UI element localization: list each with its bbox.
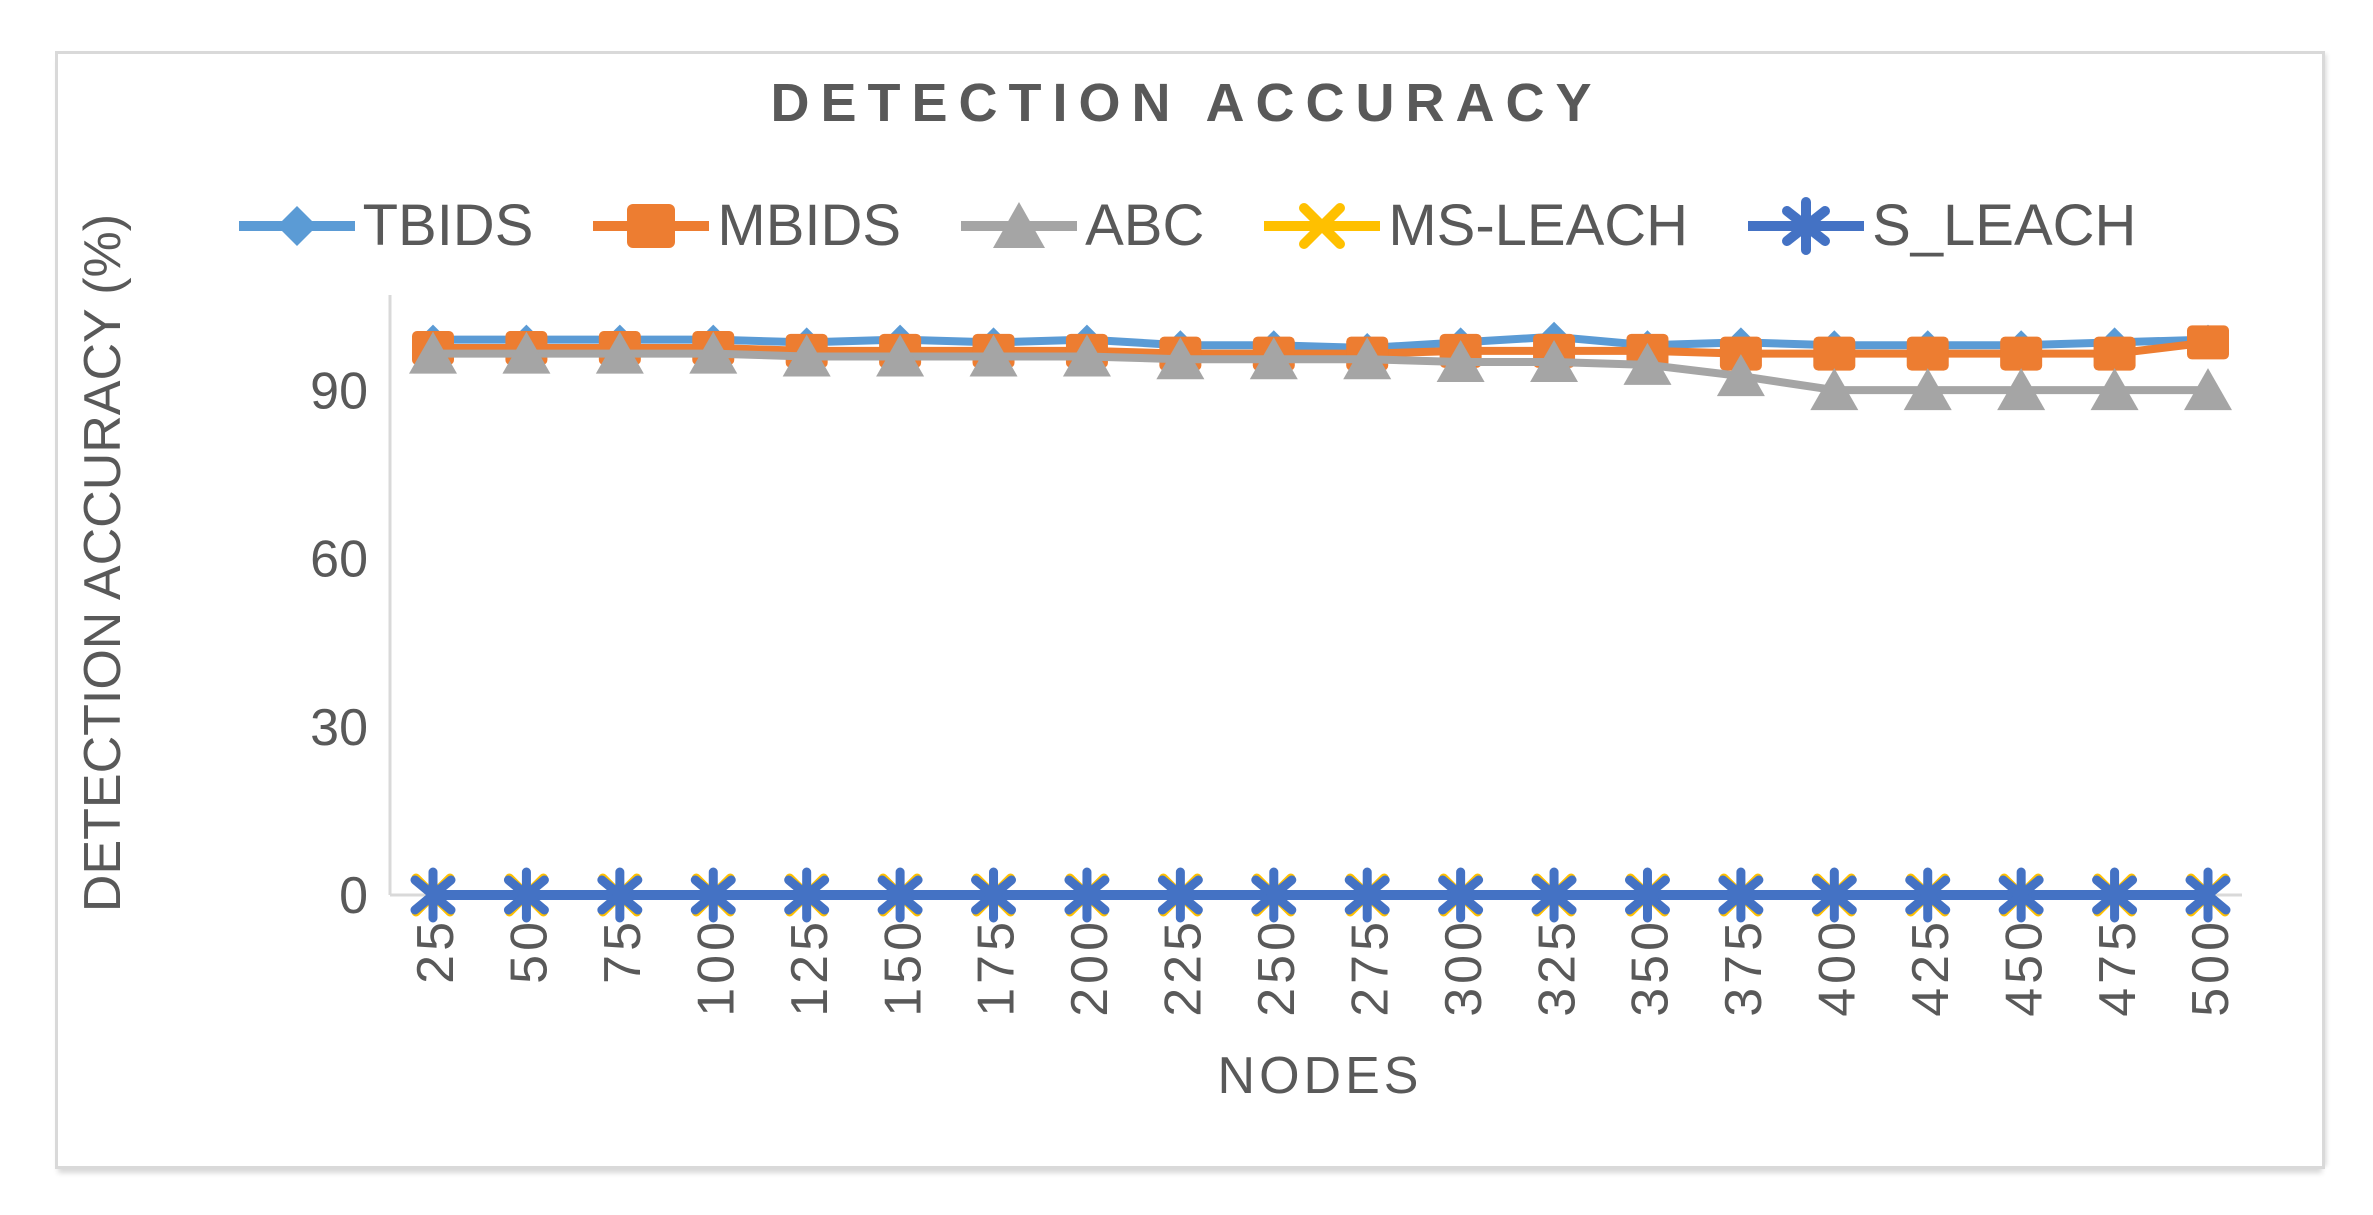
legend-label: MS-LEACH [1388,193,1689,258]
series-ABC [409,331,2232,411]
y-tick-label: 0 [339,867,368,925]
x-tick-label: 350 [1622,918,1680,1017]
x-tick-label: 200 [1061,918,1119,1017]
x-tick-label: 50 [501,918,559,984]
legend-item-MBIDS: MBIDS [591,192,901,259]
y-tick-label: 90 [310,362,368,420]
x-tick-label: 275 [1341,918,1399,1017]
legend-label: MBIDS [717,193,902,258]
x-tick-label: 225 [1155,918,1213,1017]
legend-label: TBIDS [362,193,534,258]
x-tick-label: 250 [1248,918,1306,1017]
y-tick-label: 30 [310,699,368,757]
legend-item-MS-LEACH: MS-LEACH [1262,192,1688,259]
legend-item-TBIDS: TBIDS [237,192,534,259]
y-tick-label: 60 [310,531,368,589]
legend-marker-triangle-icon [961,201,1078,248]
legend-marker-square-icon [593,203,710,248]
x-tick-label: 300 [1435,918,1493,1017]
x-tick-label: 25 [407,918,465,984]
legend-marker-asterisk-icon [1748,196,1865,255]
chart-figure-border [55,51,2325,1169]
legend-marker-x-icon [1264,202,1381,249]
x-tick-label: 450 [1995,918,2053,1017]
legend-label: S_LEACH [1872,193,2137,258]
x-tick-label: 150 [874,918,932,1017]
legend-item-ABC: ABC [959,192,1204,259]
x-tick-label: 475 [2089,918,2147,1017]
x-tick-label: 125 [781,918,839,1017]
x-tick-label: 425 [1902,918,1960,1017]
chart-title: DETECTION ACCURACY [770,73,1603,133]
x-axis-title: NODES [1217,1047,1423,1105]
chart-legend: TBIDS MBIDS ABC MS-LEACH S_LEACH [0,192,2373,259]
x-tick-label: 400 [1809,918,1867,1017]
legend-label: ABC [1085,193,1205,258]
series-S_LEACH [410,867,2231,923]
x-tick-label: 375 [1715,918,1773,1017]
legend-marker-diamond-icon [238,205,355,246]
x-tick-label: 325 [1528,918,1586,1017]
x-tick-label: 75 [594,918,652,984]
legend-item-S_LEACH: S_LEACH [1746,192,2136,259]
x-tick-label: 100 [687,918,745,1017]
series-line-ABC [433,349,2208,395]
x-tick-label: 175 [968,918,1026,1017]
x-tick-label: 500 [2182,918,2240,1017]
